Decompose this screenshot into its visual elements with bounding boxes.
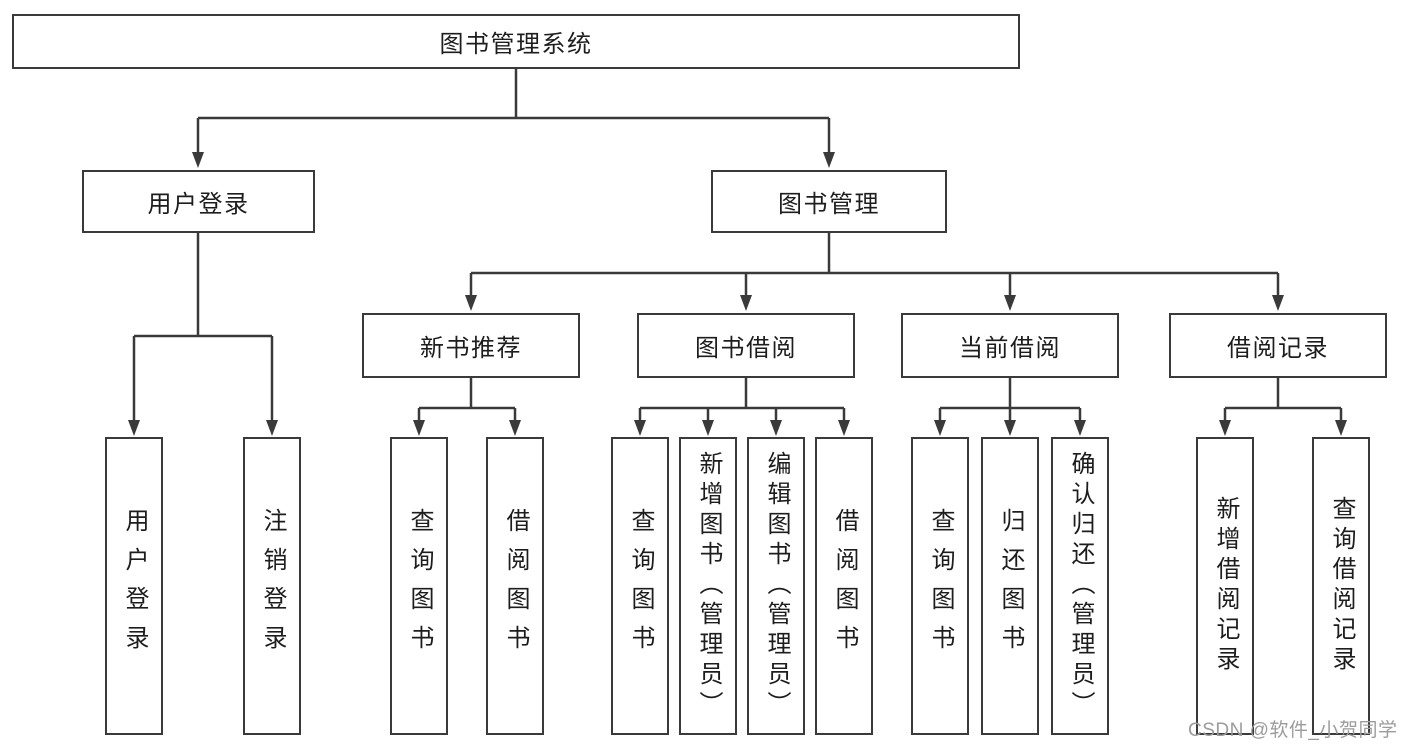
node-book-borrow: 图书借阅: [637, 313, 855, 378]
node-label: 新增借阅记录: [1212, 496, 1239, 676]
node-book-management: 图书管理: [711, 170, 947, 233]
node-label: 借阅图书: [831, 508, 858, 664]
node-leaf-query-book-borrow: 查询图书: [611, 437, 669, 735]
node-leaf-edit-book-admin: 编辑图书（管理员）: [747, 437, 805, 735]
node-label: 查询图书: [927, 508, 954, 664]
node-leaf-return-book: 归还图书: [981, 437, 1039, 735]
node-label: 当前借阅: [959, 335, 1061, 362]
node-leaf-user-login: 用户登录: [105, 437, 163, 735]
node-leaf-borrow-book-recommend: 借阅图书: [486, 437, 544, 735]
node-label: 借阅图书: [502, 508, 529, 664]
node-label: 新书推荐: [420, 335, 522, 362]
node-label: 图书管理系统: [439, 31, 593, 58]
watermark: CSDN @软件_小贺同学: [1188, 720, 1398, 741]
node-label: 新增图书（管理员）: [695, 451, 722, 721]
node-label: 归还图书: [997, 508, 1024, 664]
node-label: 借阅记录: [1227, 335, 1329, 362]
node-new-book-recommend: 新书推荐: [362, 313, 580, 378]
node-label: 查询借阅记录: [1328, 496, 1355, 676]
node-label: 编辑图书（管理员）: [763, 451, 790, 721]
node-label: 注销登录: [259, 508, 286, 664]
node-leaf-confirm-return-admin: 确认归还（管理员）: [1051, 437, 1109, 735]
connector-current-borrow: [938, 378, 1082, 420]
connector-user-login: [132, 233, 274, 420]
node-borrow-record: 借阅记录: [1169, 313, 1387, 378]
connector-root: [196, 69, 831, 152]
node-leaf-logout: 注销登录: [243, 437, 301, 735]
node-library-management-system: 图书管理系统: [12, 14, 1020, 69]
node-leaf-add-book-admin: 新增图书（管理员）: [679, 437, 737, 735]
node-label: 查询图书: [627, 508, 654, 664]
connector-book-borrow: [638, 378, 846, 420]
node-label: 用户登录: [147, 191, 250, 218]
node-leaf-add-borrow-record: 新增借阅记录: [1196, 437, 1254, 735]
node-label: 确认归还（管理员）: [1067, 451, 1094, 721]
node-label: 图书管理: [778, 191, 880, 218]
node-label: 图书借阅: [695, 335, 797, 362]
connector-new-book: [417, 378, 517, 420]
node-label: 查询图书: [406, 508, 433, 664]
node-user-login: 用户登录: [82, 170, 315, 233]
node-label: 用户登录: [121, 508, 148, 664]
node-leaf-query-borrow-record: 查询借阅记录: [1312, 437, 1370, 735]
node-leaf-query-book-current: 查询图书: [911, 437, 969, 735]
node-leaf-borrow-book: 借阅图书: [815, 437, 873, 735]
node-current-borrow: 当前借阅: [901, 313, 1119, 378]
connector-book-management: [469, 233, 1280, 295]
connector-borrow-record: [1223, 378, 1343, 420]
node-leaf-query-book-recommend: 查询图书: [390, 437, 448, 735]
